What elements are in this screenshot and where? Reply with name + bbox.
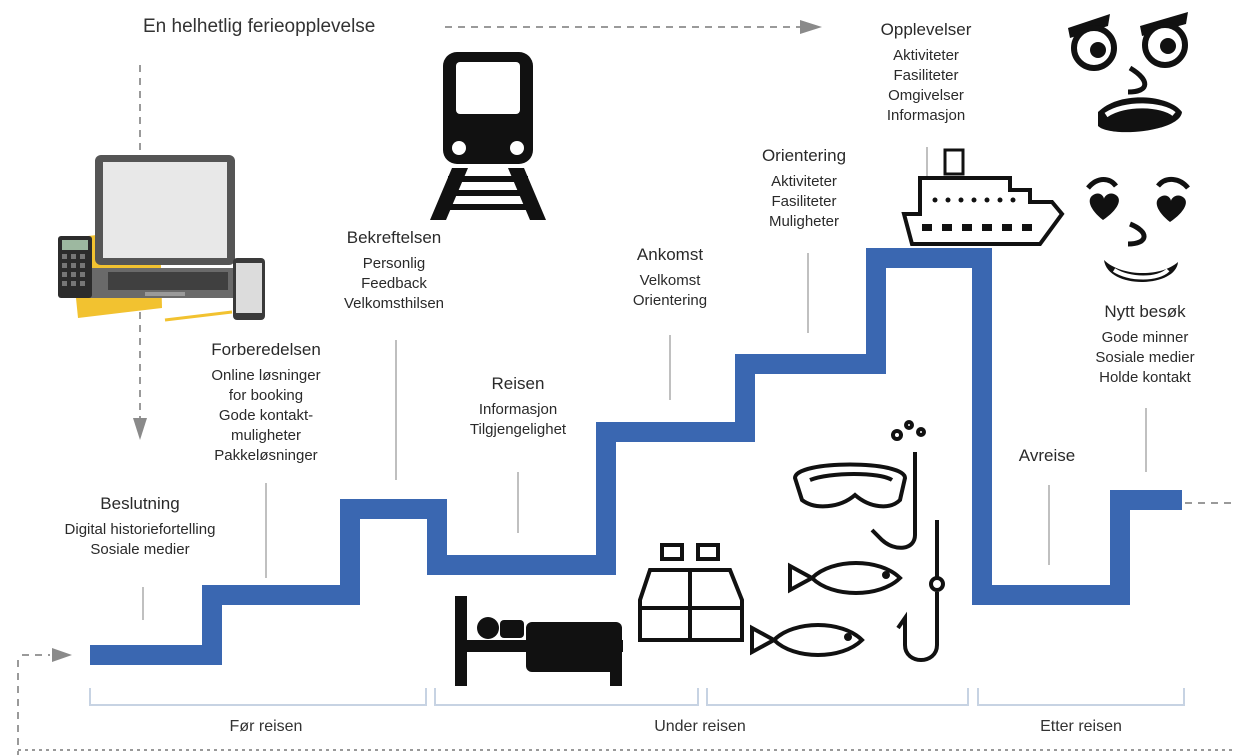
stage-line: Fasiliteter [771,193,837,210]
stage-heading: Opplevelser [880,20,972,39]
stage-line: Fasiliteter [893,67,959,84]
binoculars-icon [638,543,744,642]
calculator-icon [58,236,92,298]
phase-etter-reisen: Etter reisen [1040,718,1122,735]
stage-nytt-besok: Nytt besøk Gode minner Sosiale medier Ho… [1080,302,1210,388]
train-icon [430,52,546,220]
stage-line: Tilgjengelighet [469,421,567,438]
stage-heading: Beslutning [100,494,180,513]
stage-heading: Nytt besøk [1104,302,1186,321]
stage-line: Holde kontakt [1099,369,1191,386]
stage-line: Informasjon [886,107,966,124]
stage-line: Digital historiefortelling [64,521,216,538]
stage-beslutning: Beslutning Digital historiefortelling So… [40,494,240,560]
stage-heading: Avreise [1018,446,1076,465]
stage-line: Muligheter [768,213,840,230]
stage-ankomst: Ankomst Velkomst Orientering [570,245,770,311]
stage-heading: Orientering [761,146,847,165]
phase-brackets [89,688,1185,706]
stage-line: Orientering [632,292,708,309]
stage-line: Aktiviteter [771,173,837,190]
phase-for-reisen: Før reisen [229,718,303,735]
arrow-heads [52,20,822,662]
stage-line: Velkomst [639,272,701,289]
flow-arrows [17,26,1236,755]
snorkel-mask-icon [792,420,926,550]
phase-under-reisen: Under reisen [654,718,746,735]
laptop-icon [70,155,258,318]
stage-line: muligheter [230,427,302,444]
angry-face-icon [1068,12,1188,133]
stage-line: Pakkeløsninger [214,447,318,464]
stage-line: Feedback [361,275,427,292]
stage-reisen: Reisen Informasjon Tilgjengelighet [418,374,618,440]
fish-icon [750,561,903,657]
stage-line: for booking [228,387,304,404]
stage-heading: Reisen [491,374,545,393]
stage-avreise: Avreise [997,446,1097,472]
journey-staircase [90,248,1182,665]
stage-opplevelser: Opplevelser Aktiviteter Fasiliteter Omgi… [826,20,1026,126]
bed-icon [455,596,623,686]
ship-icon [901,148,1065,246]
stage-line: Aktiviteter [893,47,959,64]
stage-line: Omgivelser [888,87,964,104]
stage-line: Sosiale medier [1095,349,1195,366]
stage-orientering: Orientering Aktiviteter Fasiliteter Muli… [704,146,904,232]
stage-line: Gode minner [1101,329,1189,346]
stage-heading: Forberedelsen [211,340,321,359]
stage-forberedelsen: Forberedelsen Online løsninger for booki… [166,340,366,466]
stage-heading: Bekreftelsen [346,228,442,247]
diagram-title: En helhetlig ferieopplevelse [143,16,376,37]
phone-icon [164,258,265,322]
stage-line: Personlig [362,255,426,272]
stage-heading: Ankomst [636,245,704,264]
stage-line: Online løsninger [211,367,321,384]
stage-line: Velkomsthilsen [343,295,445,312]
stage-line: Informasjon [478,401,558,418]
fishing-hook-icon [896,520,945,662]
stage-bekreftelsen: Bekreftelsen Personlig Feedback Velkomst… [294,228,494,314]
love-face-icon [1086,177,1190,282]
stage-line: Sosiale medier [90,541,190,558]
stage-line: Gode kontakt- [218,407,314,424]
